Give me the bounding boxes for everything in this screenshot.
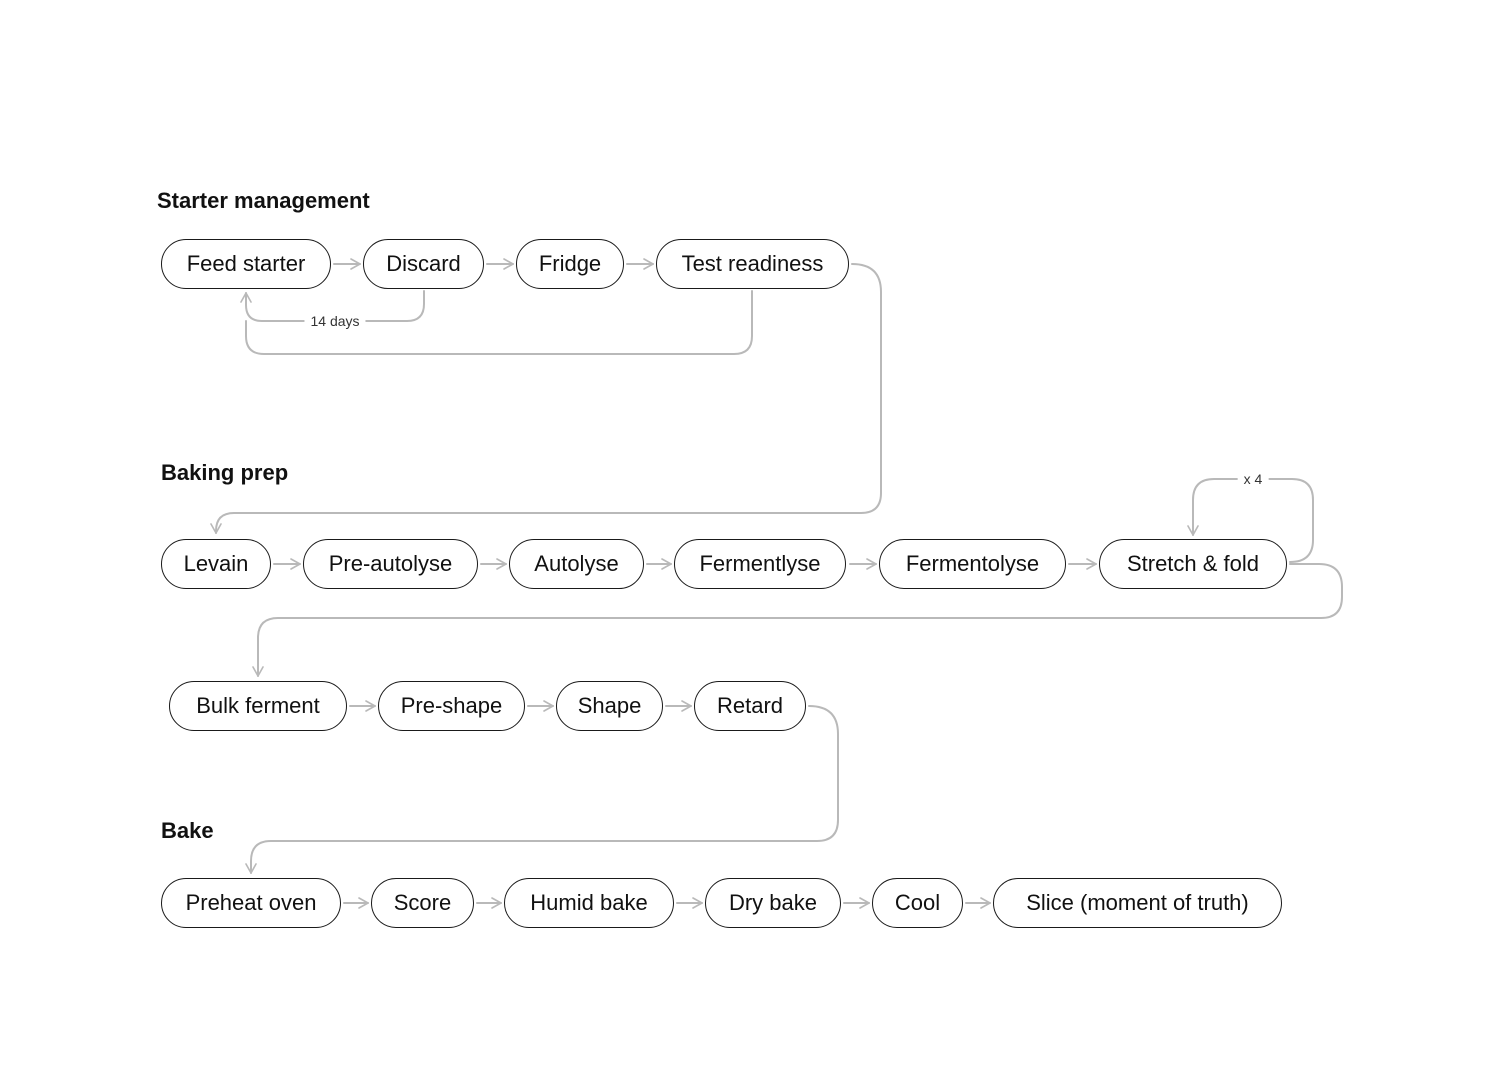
node-bulk-ferment[interactable]: Bulk ferment [169, 681, 347, 731]
node-label: Pre-autolyse [328, 551, 453, 576]
node-label: Levain [183, 551, 249, 576]
node-label: Bulk ferment [196, 693, 320, 718]
node-label: Cool [894, 890, 941, 915]
node-autolyse[interactable]: Autolyse [509, 539, 644, 589]
node-label: Feed starter [186, 251, 306, 276]
edge-label-x4: x 4 [1237, 471, 1269, 487]
node-label: Shape [577, 693, 642, 718]
node-label: Test readiness [681, 251, 824, 276]
edge-label-14-days: 14 days [304, 313, 366, 329]
loop-stretch-repeat [1187, 478, 1314, 563]
node-label: Score [393, 890, 452, 915]
node-fridge[interactable]: Fridge [516, 239, 624, 289]
section-title-prep: Baking prep [161, 460, 289, 485]
connector-retard-to-preheat [245, 705, 839, 874]
node-dry-bake[interactable]: Dry bake [705, 878, 841, 928]
node-label: Fridge [538, 251, 602, 276]
node-label: Autolyse [534, 551, 619, 576]
node-pre-autolyse[interactable]: Pre-autolyse [303, 539, 478, 589]
node-label: Discard [386, 251, 461, 276]
node-fermentlyse[interactable]: Fermentlyse [674, 539, 846, 589]
node-slice[interactable]: Slice (moment of truth) [993, 878, 1282, 928]
node-label: Preheat oven [185, 890, 317, 915]
section-title-bake: Bake [161, 818, 214, 843]
node-label: Retard [716, 693, 784, 718]
node-label: Pre-shape [400, 693, 503, 718]
connector-stretch-to-bulk [252, 563, 1343, 677]
node-feed-starter[interactable]: Feed starter [161, 239, 331, 289]
node-label: Slice (moment of truth) [1026, 890, 1249, 915]
node-cool[interactable]: Cool [872, 878, 963, 928]
node-label: Fermentolyse [905, 551, 1040, 576]
node-label: Fermentlyse [699, 551, 821, 576]
node-score[interactable]: Score [371, 878, 474, 928]
node-humid-bake[interactable]: Humid bake [504, 878, 674, 928]
node-test-readiness[interactable]: Test readiness [656, 239, 849, 289]
loop-test-to-feed [245, 290, 753, 355]
node-retard[interactable]: Retard [694, 681, 806, 731]
section-title-starter: Starter management [157, 188, 370, 213]
node-shape[interactable]: Shape [556, 681, 663, 731]
node-pre-shape[interactable]: Pre-shape [378, 681, 525, 731]
node-label: Humid bake [530, 890, 648, 915]
node-stretch-and-fold[interactable]: Stretch & fold [1099, 539, 1287, 589]
node-discard[interactable]: Discard [363, 239, 484, 289]
node-label: Stretch & fold [1126, 551, 1260, 576]
node-fermentolyse[interactable]: Fermentolyse [879, 539, 1066, 589]
connector-test-to-levain [210, 263, 882, 534]
node-label: Dry bake [728, 890, 818, 915]
node-levain[interactable]: Levain [161, 539, 271, 589]
node-preheat-oven[interactable]: Preheat oven [161, 878, 341, 928]
